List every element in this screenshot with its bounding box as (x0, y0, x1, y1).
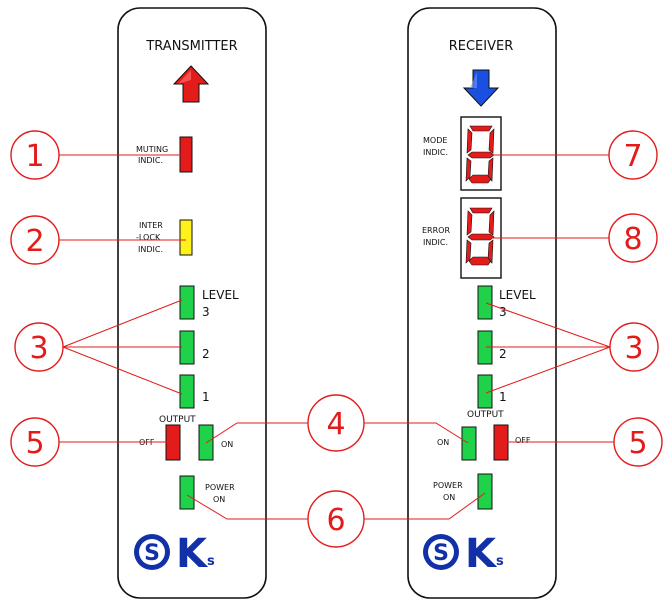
callout-7-number: 7 (623, 139, 642, 174)
muting-label-line2: INDIC. (138, 156, 163, 165)
tx-on-label: ON (221, 440, 233, 449)
callout-5-right-number: 5 (628, 426, 647, 461)
tx-kc-logo: K s (176, 531, 215, 577)
callout-8-number: 8 (623, 222, 642, 257)
callout-5-left-number: 5 (25, 426, 44, 461)
rx-off-label: OFF (515, 436, 531, 445)
rx-level-3-label: 3 (499, 305, 507, 319)
callout-1-circle (10, 130, 60, 180)
mode-seven-segment-display (465, 125, 495, 184)
rx-level-1-label: 1 (499, 390, 507, 404)
tx-power-label-line2: ON (213, 495, 225, 504)
rx-level-3-led (477, 285, 493, 320)
callout-2-number: 2 (25, 224, 44, 259)
rx-on-label: ON (437, 438, 449, 447)
callout-1-number: 1 (25, 139, 44, 174)
callout-5-left-circle (10, 417, 60, 467)
callout-8-circle (608, 213, 658, 263)
svg-text:K: K (176, 531, 209, 577)
tx-power-label-line1: POWER (205, 483, 235, 492)
callout-3-left-number: 3 (29, 331, 48, 366)
callout-4-circle (307, 394, 365, 452)
callout-5-right-circle (613, 417, 663, 467)
svg-text:K: K (465, 531, 498, 577)
leader-6-left (186, 494, 309, 520)
leader-6-right (364, 492, 486, 520)
rx-output-on-led (461, 426, 477, 461)
interlock-label-line3: INDIC. (138, 245, 163, 254)
receiver-title: RECEIVER (449, 39, 514, 54)
mode-label-line2: INDIC. (423, 148, 448, 157)
error-label-line2: INDIC. (423, 238, 448, 247)
callout-3-right-circle (609, 322, 659, 372)
tx-level-2-label: 2 (202, 347, 210, 361)
tx-power-led (179, 475, 195, 510)
rx-level-1-led (477, 374, 493, 409)
callout-7-circle (608, 130, 658, 180)
interlock-label-line2: -LOCK (136, 233, 161, 242)
rx-safety-s-logo: S (423, 534, 459, 570)
transmitter-title: TRANSMITTER (145, 39, 237, 54)
rx-kc-logo: K s (465, 531, 504, 577)
svg-text:s: s (207, 554, 215, 569)
callout-3-right-number: 3 (624, 331, 643, 366)
tx-safety-s-logo: S (134, 534, 170, 570)
leader-3-left-c (62, 346, 183, 395)
tx-level-3-led (179, 285, 195, 320)
tx-level-1-label: 1 (202, 390, 210, 404)
leader-4-right (364, 422, 469, 444)
rx-power-label-line1: POWER (433, 481, 463, 490)
tx-level-title: LEVEL (202, 288, 239, 302)
tx-level-3-label: 3 (202, 305, 210, 319)
rx-level-2-label: 2 (499, 347, 507, 361)
down-arrow-icon (462, 69, 500, 107)
leader-3-left-a (62, 299, 183, 348)
up-arrow-icon (172, 65, 210, 103)
tx-output-label: OUTPUT (159, 415, 196, 425)
muting-label-line1: MUTING (136, 145, 168, 154)
leader-3-right-a (485, 302, 611, 348)
callout-4-number: 4 (326, 407, 345, 442)
callout-2-circle (10, 215, 60, 265)
tx-level-1-led (179, 374, 195, 409)
callout-6-circle (307, 490, 365, 548)
leader-4-left (205, 422, 308, 444)
tx-level-2-led (179, 330, 195, 365)
mode-label-line1: MODE (423, 136, 447, 145)
callout-3-left-circle (14, 322, 64, 372)
interlock-label-line1: INTER (139, 221, 163, 230)
rx-output-label: OUTPUT (467, 410, 504, 420)
error-label-line1: ERROR (422, 226, 450, 235)
interlock-indicator-led (179, 219, 193, 256)
rx-power-led (477, 473, 493, 510)
svg-text:S: S (144, 541, 160, 566)
error-seven-segment-display (465, 207, 495, 266)
rx-power-label-line2: ON (443, 493, 455, 502)
leader-3-right-c (485, 346, 611, 394)
rx-level-title: LEVEL (499, 288, 536, 302)
svg-text:S: S (433, 541, 449, 566)
callout-6-number: 6 (326, 503, 345, 538)
svg-text:s: s (496, 554, 504, 569)
